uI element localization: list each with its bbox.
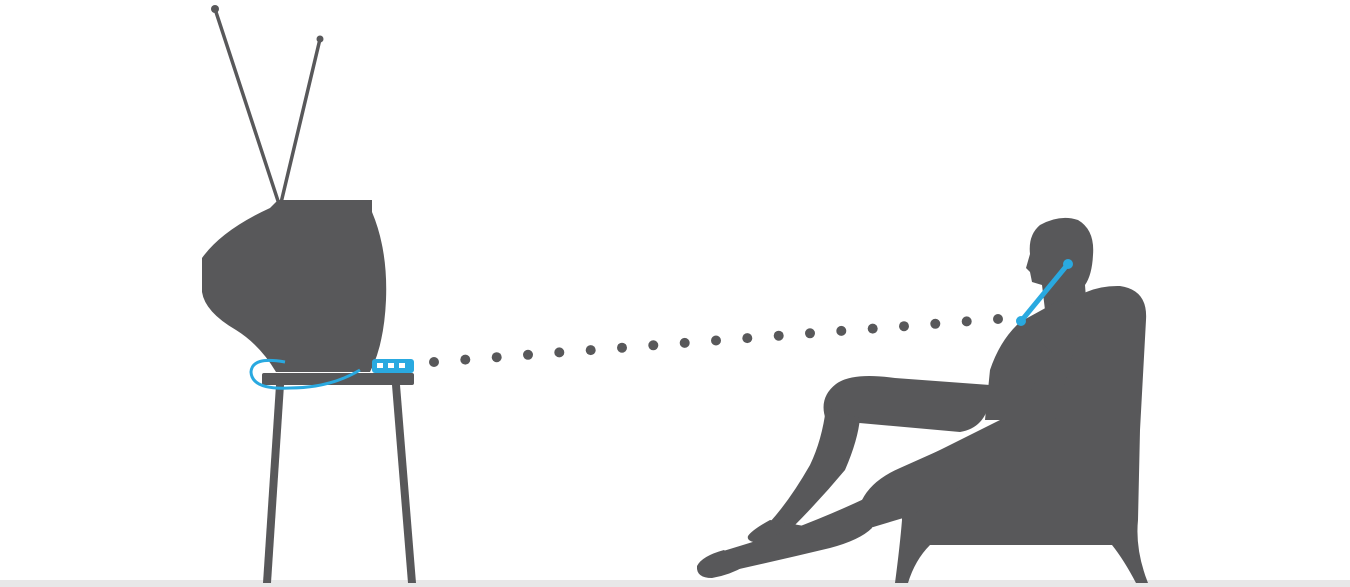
signal-dot [805, 328, 815, 338]
signal-dot [774, 331, 784, 341]
signal-dot [648, 340, 658, 350]
side-table-icon [262, 373, 416, 583]
signal-dot [586, 345, 596, 355]
signal-dot [680, 338, 690, 348]
signal-dot [868, 324, 878, 334]
signal-dot [711, 336, 721, 346]
signal-dot [742, 333, 752, 343]
signal-dot [836, 326, 846, 336]
floor-line [0, 580, 1350, 587]
signal-dot [554, 347, 564, 357]
wireless-signal-dots [429, 314, 1003, 367]
signal-dot [617, 343, 627, 353]
signal-dot [899, 321, 909, 331]
signal-dot [930, 319, 940, 329]
tv-antenna-icon [211, 5, 324, 207]
signal-dot [492, 352, 502, 362]
retro-crt-television-icon [202, 200, 386, 372]
signal-dot [993, 314, 1003, 324]
signal-dot [460, 355, 470, 365]
signal-dot [962, 316, 972, 326]
signal-dot [429, 357, 439, 367]
signal-dot [523, 350, 533, 360]
